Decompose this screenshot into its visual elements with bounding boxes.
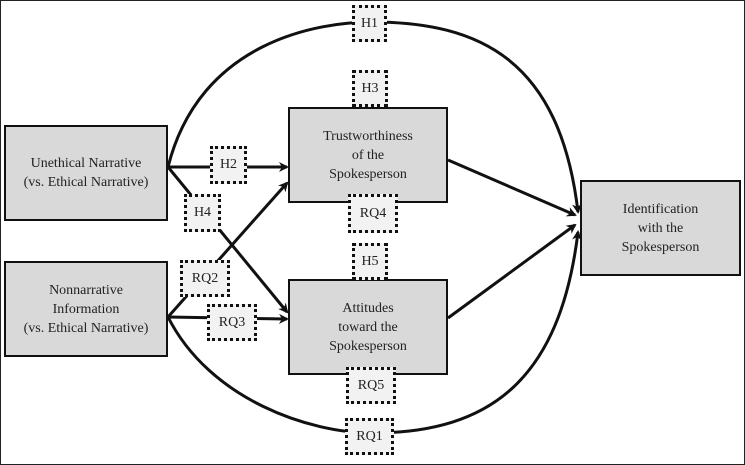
node-unethical-narrative: Unethical Narrative (vs. Ethical Narrati…	[4, 125, 168, 221]
node-trustworthiness: Trustworthiness of the Spokesperson	[288, 107, 448, 203]
label-h1: H1	[352, 5, 387, 42]
label-h4: H4	[184, 194, 221, 232]
label-h2: H2	[210, 146, 247, 184]
label-h5: H5	[352, 243, 388, 280]
label-rq1: RQ1	[345, 418, 394, 455]
path-h5	[447, 223, 577, 320]
label-rq3: RQ3	[207, 304, 257, 341]
label-rq2: RQ2	[180, 260, 230, 297]
node-nonnarrative-information: Nonnarrative Information (vs. Ethical Na…	[4, 261, 168, 357]
label-rq5: RQ5	[346, 367, 396, 404]
node-attitudes: Attitudes toward the Spokesperson	[288, 279, 448, 375]
path-h3	[447, 158, 577, 217]
node-identification: Identification with the Spokesperson	[580, 180, 741, 276]
label-rq4: RQ4	[348, 194, 398, 233]
label-h3: H3	[352, 70, 388, 107]
path-h4	[166, 166, 289, 314]
